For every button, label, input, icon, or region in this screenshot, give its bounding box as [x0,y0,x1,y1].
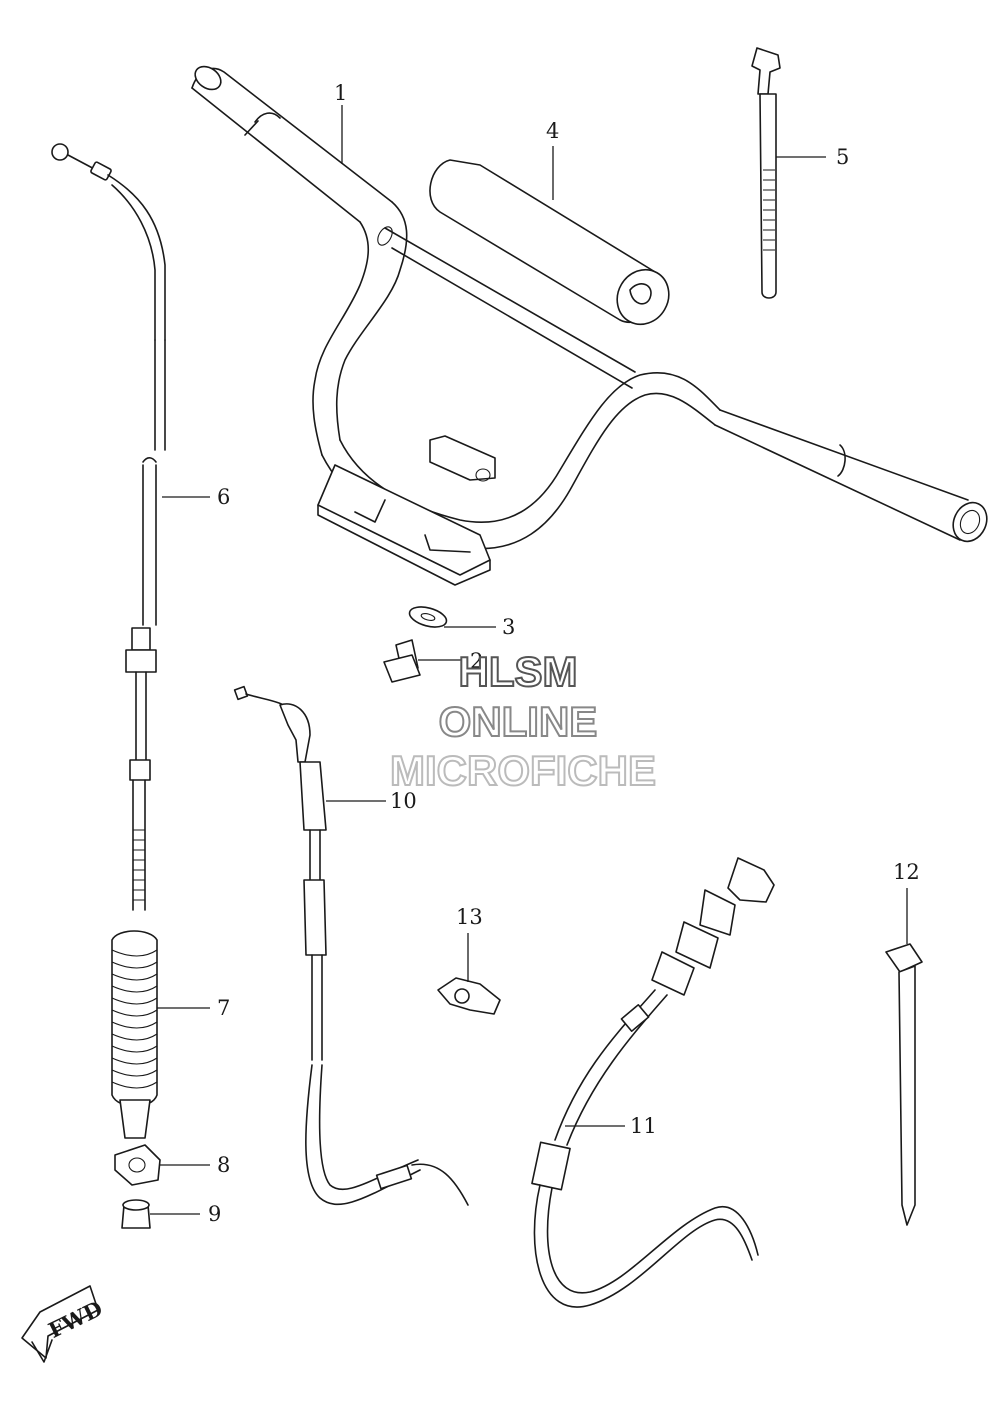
strap-part[interactable] [751,47,781,299]
callout-5: 5 [836,145,849,169]
choke-cable-part[interactable] [531,857,775,1308]
callout-labels: 1 2 3 4 5 6 7 8 9 10 11 12 13 [208,81,920,1226]
callout-2: 2 [470,649,483,673]
watermark-line-1: HLSM [459,648,578,695]
callout-10: 10 [390,789,417,813]
cable-tie-part[interactable] [885,943,923,1226]
holder-part[interactable] [114,1144,161,1186]
cap-part[interactable] [121,1199,151,1229]
fwd-arrow-badge: FWD [21,1285,106,1363]
callout-12: 12 [893,860,920,884]
callout-13: 13 [456,905,483,929]
watermark-line-3: MICROFICHE [390,747,656,794]
handlebar-part[interactable] [191,62,993,586]
callout-7: 7 [217,996,230,1020]
callout-8: 8 [217,1153,230,1177]
throttle-cable-part[interactable] [233,685,469,1206]
callout-4: 4 [546,119,559,143]
watermark-line-2: ONLINE [439,698,598,745]
leader-lines [150,105,908,1215]
callout-6: 6 [217,485,230,509]
boot-part[interactable] [111,930,158,1139]
watermark: HLSM ONLINE MICROFICHE [389,647,657,795]
callout-1: 1 [334,81,347,105]
callout-11: 11 [630,1114,657,1138]
clamp-part[interactable] [437,977,501,1015]
callout-9: 9 [208,1202,221,1226]
clutch-cable-part[interactable] [51,143,166,911]
washer-part[interactable] [407,603,448,630]
bolt-part[interactable] [383,639,421,683]
handlebar-pad-part[interactable] [429,159,679,334]
callout-3: 3 [502,615,515,639]
